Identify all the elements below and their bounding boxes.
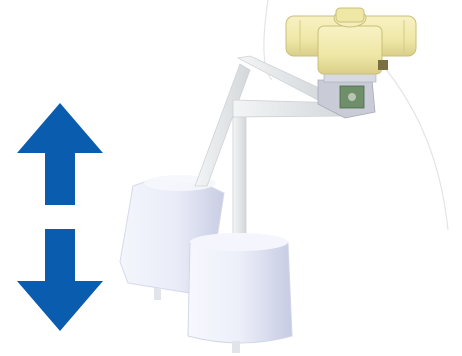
down-arrow-icon: [17, 229, 103, 331]
front-rod: [233, 100, 350, 238]
front-float: [188, 233, 292, 353]
back-rod: [195, 56, 328, 186]
up-arrow-icon: [17, 103, 103, 205]
solenoid-valve: [286, 8, 416, 74]
